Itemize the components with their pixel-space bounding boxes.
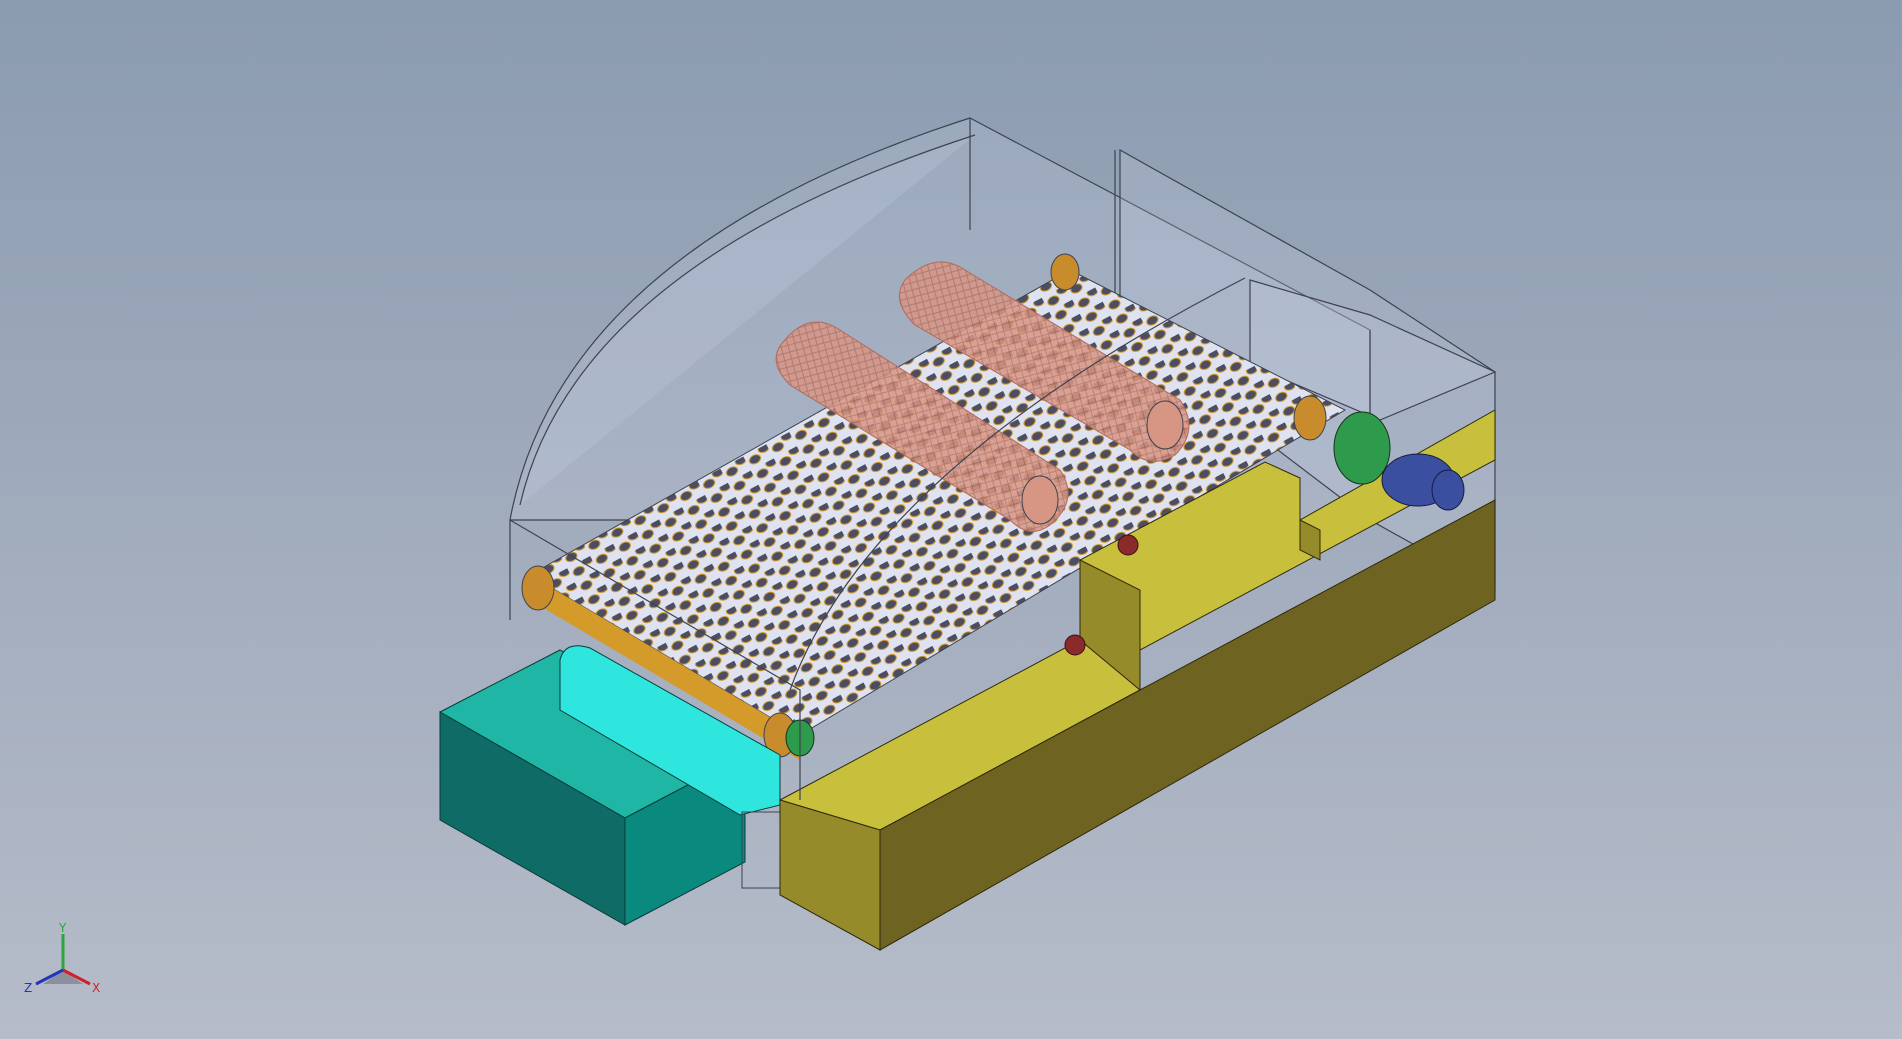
triad-z-axis xyxy=(35,968,64,986)
valve-upper[interactable] xyxy=(1117,534,1139,556)
drive-motor-end xyxy=(1431,469,1465,511)
roller-ends xyxy=(521,253,1327,758)
belt-front-edge xyxy=(530,575,800,760)
triad-z-label: Z xyxy=(24,981,32,995)
valve-lower[interactable] xyxy=(1064,634,1086,656)
roller-end-top[interactable] xyxy=(1050,253,1080,291)
brush-roller-2-hub xyxy=(1146,400,1184,450)
base-left-panel[interactable] xyxy=(779,799,881,951)
bearing-housing[interactable] xyxy=(1333,411,1391,485)
cyan-discharge-roller[interactable] xyxy=(559,645,781,816)
brush-roller-1[interactable] xyxy=(775,321,1069,532)
roller-end-left[interactable] xyxy=(521,565,555,611)
brush-roller-1-hub xyxy=(1021,475,1059,525)
roller-end-right[interactable] xyxy=(1293,395,1327,441)
housing-curved-top-edge xyxy=(519,134,976,506)
discharge-hopper[interactable] xyxy=(438,645,815,926)
housing-right-cover[interactable] xyxy=(1249,279,1497,421)
spray-valves[interactable] xyxy=(1064,534,1139,656)
base-step-riser xyxy=(1299,519,1321,561)
yellow-base-frame[interactable] xyxy=(778,409,1496,951)
view-triad-icon: Y X Z xyxy=(24,921,100,995)
brush-roller-2[interactable] xyxy=(898,261,1190,462)
housing-front-curve xyxy=(789,277,1246,691)
brush-rollers[interactable] xyxy=(775,261,1190,532)
triad-y-label: Y xyxy=(58,921,67,935)
transparent-housing-front xyxy=(509,277,1246,800)
triad-base xyxy=(43,970,83,984)
triad-x-label: X xyxy=(92,981,100,995)
base-step-riser xyxy=(1079,559,1141,692)
triad-x-axis xyxy=(62,968,91,986)
drive-assembly[interactable] xyxy=(785,411,1465,757)
housing-front-edge xyxy=(509,519,801,800)
